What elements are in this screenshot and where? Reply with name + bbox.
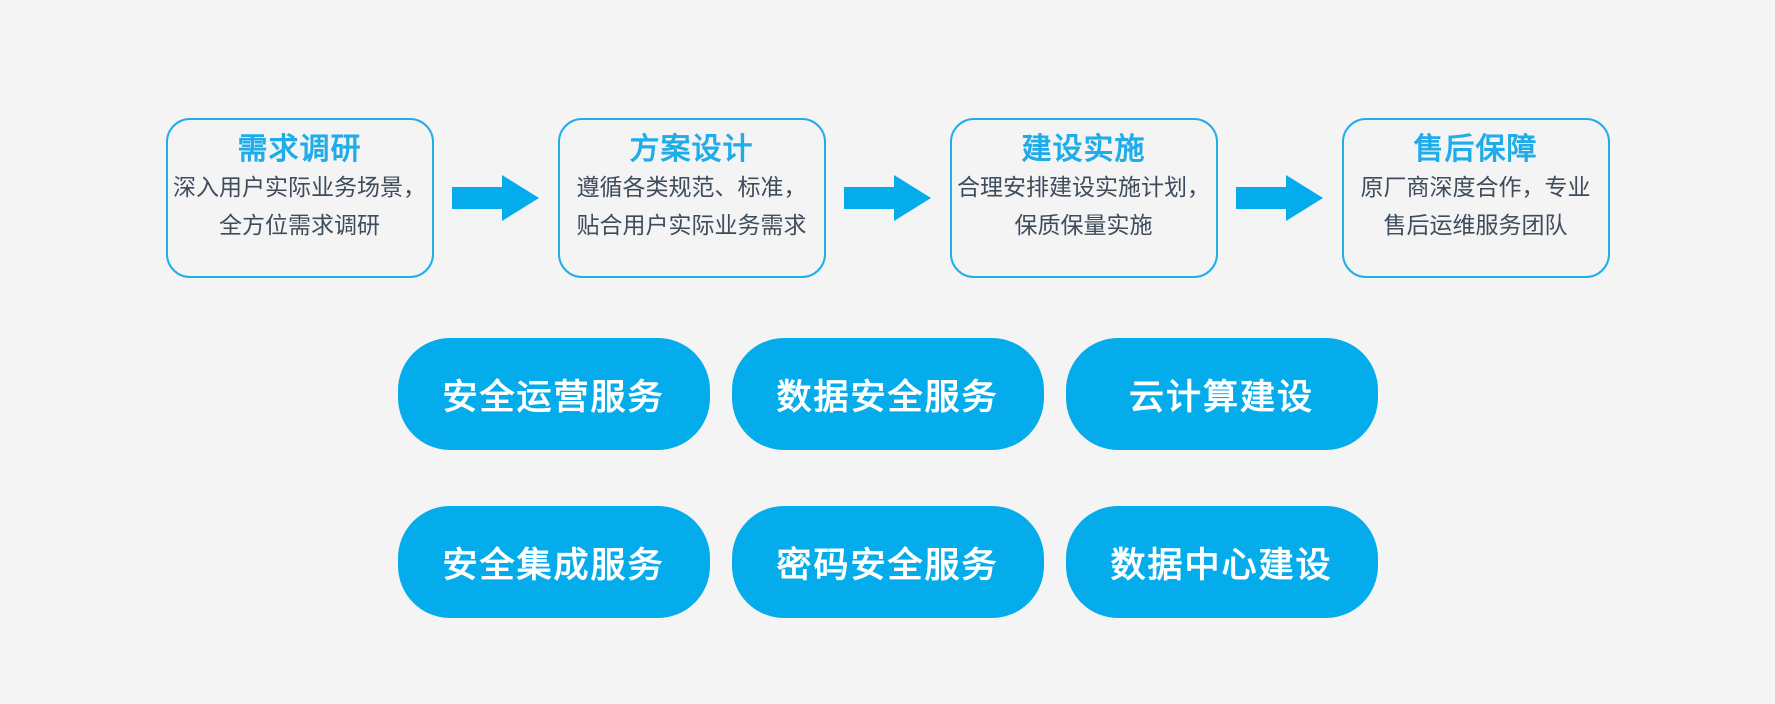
- step-title: 售后保障: [1413, 133, 1538, 166]
- process-step-aftersales-guarantee: 售后保障 原厂商深度合作，专业 售后运维服务团队: [1341, 118, 1610, 278]
- step-desc-line: 全方位需求调研: [219, 212, 380, 238]
- service-pill-label: 云计算建设: [1128, 377, 1314, 417]
- arrow-bar: [844, 187, 894, 209]
- service-pill-row-2: 安全集成服务 密码安全服务 数据中心建设: [0, 506, 1775, 618]
- service-pill-security-operations: 安全运营服务: [397, 338, 710, 450]
- step-desc-line: 合理安排建设实施计划，: [957, 174, 1210, 200]
- step-title: 建设实施: [1021, 133, 1146, 166]
- process-step-demand-research: 需求调研 深入用户实际业务场景， 全方位需求调研: [165, 118, 434, 278]
- arrow-bar: [452, 187, 502, 209]
- arrow-head: [502, 175, 539, 221]
- process-step-construction-implementation: 建设实施 合理安排建设实施计划， 保质保量实施: [949, 118, 1218, 278]
- step-desc-line: 售后运维服务团队: [1383, 212, 1568, 238]
- service-pill-security-integration: 安全集成服务: [397, 506, 710, 618]
- right-arrow-icon: [1236, 175, 1323, 221]
- service-pill-password-security: 密码安全服务: [731, 506, 1044, 618]
- step-desc-line: 遵循各类规范、标准，: [576, 174, 807, 200]
- arrow-head: [894, 175, 931, 221]
- service-pill-label: 密码安全服务: [776, 545, 999, 585]
- flow-arrow-icon: [826, 175, 950, 221]
- step-desc-line: 贴合用户实际业务需求: [576, 212, 807, 238]
- process-step-solution-design: 方案设计 遵循各类规范、标准， 贴合用户实际业务需求: [557, 118, 826, 278]
- service-pill-data-center: 数据中心建设: [1065, 506, 1378, 618]
- flow-arrow-icon: [1218, 175, 1342, 221]
- step-desc-line: 原厂商深度合作，专业: [1360, 174, 1591, 200]
- service-pill-label: 数据中心建设: [1110, 545, 1333, 585]
- process-flow-row: 需求调研 深入用户实际业务场景， 全方位需求调研 方案设计 遵循各类规范、标准，…: [0, 0, 1775, 278]
- service-pill-cloud-computing: 云计算建设: [1065, 338, 1378, 450]
- right-arrow-icon: [844, 175, 931, 221]
- service-pill-row-1: 安全运营服务 数据安全服务 云计算建设: [0, 338, 1775, 450]
- arrow-bar: [1236, 187, 1286, 209]
- service-pill-data-security: 数据安全服务: [731, 338, 1044, 450]
- flow-arrow-icon: [434, 175, 558, 221]
- step-desc-line: 保质保量实施: [1014, 212, 1153, 238]
- right-arrow-icon: [452, 175, 539, 221]
- step-title: 需求调研: [237, 133, 362, 166]
- arrow-head: [1286, 175, 1323, 221]
- service-pill-label: 数据安全服务: [776, 377, 999, 417]
- service-pill-label: 安全集成服务: [442, 545, 665, 585]
- step-desc-line: 深入用户实际业务场景，: [173, 174, 426, 200]
- service-pill-label: 安全运营服务: [442, 377, 665, 417]
- step-title: 方案设计: [629, 133, 754, 166]
